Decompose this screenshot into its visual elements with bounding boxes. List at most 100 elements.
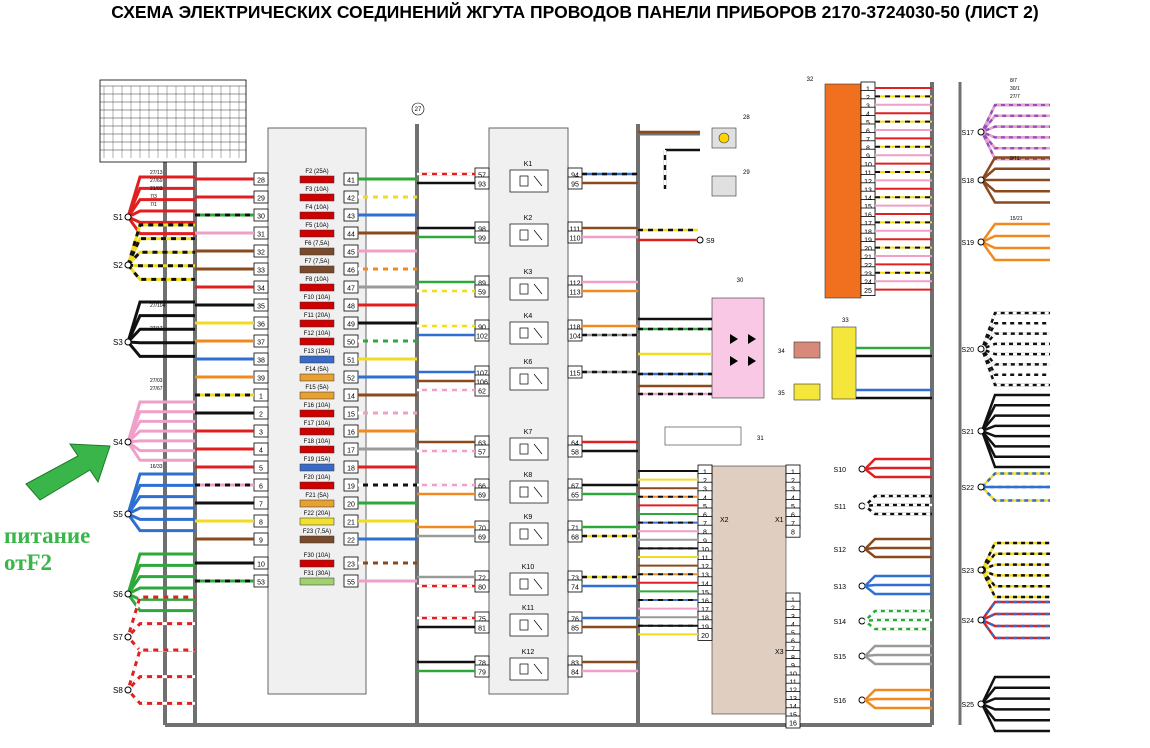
splice-wire xyxy=(980,241,1050,262)
splice-wire-stripe xyxy=(980,322,1050,350)
wire-code-label: 27/104 xyxy=(150,303,166,309)
pin-label: 32 xyxy=(257,250,265,257)
splice-wire-stripe xyxy=(981,131,1050,150)
pin-label: 2 xyxy=(866,95,870,102)
splice-node xyxy=(124,510,132,518)
splice-node xyxy=(977,427,985,435)
splice-label: S8 xyxy=(113,686,123,695)
fuse-body xyxy=(299,301,335,310)
fuse-body xyxy=(299,463,335,472)
splice-label: S19 xyxy=(962,240,975,247)
splice-label: S15 xyxy=(834,654,847,661)
splice-wire xyxy=(126,575,195,595)
pin-label: 72 xyxy=(478,576,486,583)
splice-wire xyxy=(864,468,932,479)
pin-label: 25 xyxy=(864,288,872,295)
pin-label: 14 xyxy=(864,196,872,203)
wire-code-label: 15/21 xyxy=(1010,216,1023,222)
pin-label: 1 xyxy=(703,470,707,477)
pin-label: 112 xyxy=(569,281,580,288)
pin-label: 5 xyxy=(259,466,263,473)
splice-wire xyxy=(981,486,1050,502)
ref-29: 29 xyxy=(743,170,750,176)
pin-label: 94 xyxy=(571,173,579,180)
pin-label: 2 xyxy=(791,478,795,485)
splice-wire xyxy=(126,314,195,343)
wire-code-label: 27/17 xyxy=(150,326,163,332)
splice-wire-stripe xyxy=(126,223,195,266)
pin-label: 63 xyxy=(478,441,486,448)
splice-wire-stripe xyxy=(981,114,1050,133)
pin-label: 41 xyxy=(347,178,355,185)
relay-body xyxy=(509,321,549,345)
relay-coil xyxy=(519,373,529,385)
component-34 xyxy=(793,341,821,359)
splice-wire xyxy=(126,675,195,692)
pin-label: 106 xyxy=(476,380,488,387)
pin-label: 39 xyxy=(257,376,265,383)
pin-label: 23 xyxy=(864,271,872,278)
pin-label: 5 xyxy=(866,120,870,127)
splice-wire-stripe xyxy=(981,486,1050,502)
splice-label: S4 xyxy=(113,438,123,447)
pin-label: 4 xyxy=(791,495,795,502)
fuse-label: F10 (10A) xyxy=(304,295,331,301)
fuse-label: F22 (20A) xyxy=(304,511,331,517)
pin-label: 3 xyxy=(791,487,795,494)
splice-label: S6 xyxy=(113,590,123,599)
left-splice-s4: S4 xyxy=(113,400,195,462)
splice-wire xyxy=(127,215,195,224)
pin-label: 10 xyxy=(257,562,265,569)
fuse-label: F19 (15A) xyxy=(304,457,331,463)
splice-wire-stripe xyxy=(864,503,932,508)
splice-wire-stripe xyxy=(981,563,1050,572)
relay-label: K3 xyxy=(524,269,533,276)
splice-wire-stripe xyxy=(981,342,1050,351)
pin-label: 21 xyxy=(347,520,355,527)
diagram-title: СХЕМА ЭЛЕКТРИЧЕСКИХ СОЕДИНЕНИЙ ЖГУТА ПРО… xyxy=(111,2,1039,22)
pin-label: 64 xyxy=(571,441,579,448)
right-splice-s15: S15 xyxy=(834,644,932,666)
right-components: 3212345678910111213141516171819202122232… xyxy=(638,77,932,710)
ref-30: 30 xyxy=(737,278,744,284)
diode-symbol xyxy=(730,356,738,366)
relay-body xyxy=(509,572,549,596)
diode-symbol xyxy=(748,356,756,366)
pin-label: 7 xyxy=(703,521,707,528)
right-splice-s14: S14 xyxy=(834,609,932,631)
splice-wire xyxy=(864,688,932,701)
relay-label: K4 xyxy=(524,313,533,320)
wire-code-label: 27/69 xyxy=(150,178,163,184)
pin-label: 10 xyxy=(701,547,709,554)
splice-wire-stripe xyxy=(864,618,932,623)
fuse-body xyxy=(299,337,335,346)
splice-wire-stripe xyxy=(980,541,1050,571)
splice-wire xyxy=(864,699,932,710)
splice-node xyxy=(858,502,866,510)
pin-label: 17 xyxy=(701,607,709,614)
pin-label: 2 xyxy=(703,478,707,485)
splice-wire xyxy=(864,457,932,470)
pin-label: 34 xyxy=(257,286,265,293)
splice-wire-stripe xyxy=(980,103,1050,133)
tan-mounting-block xyxy=(711,465,787,715)
pin-label: 9 xyxy=(703,538,707,545)
splice-wire-stripe xyxy=(981,569,1050,588)
ref-31: 31 xyxy=(757,436,764,442)
splice-node xyxy=(858,652,866,660)
pin-label: 70 xyxy=(478,526,486,533)
splice-wire xyxy=(126,495,195,515)
splice-wire xyxy=(981,179,1050,193)
splice-node xyxy=(124,261,132,269)
pin-label: 69 xyxy=(478,493,486,500)
splice-wire xyxy=(126,419,195,443)
splice-wire xyxy=(864,583,932,588)
